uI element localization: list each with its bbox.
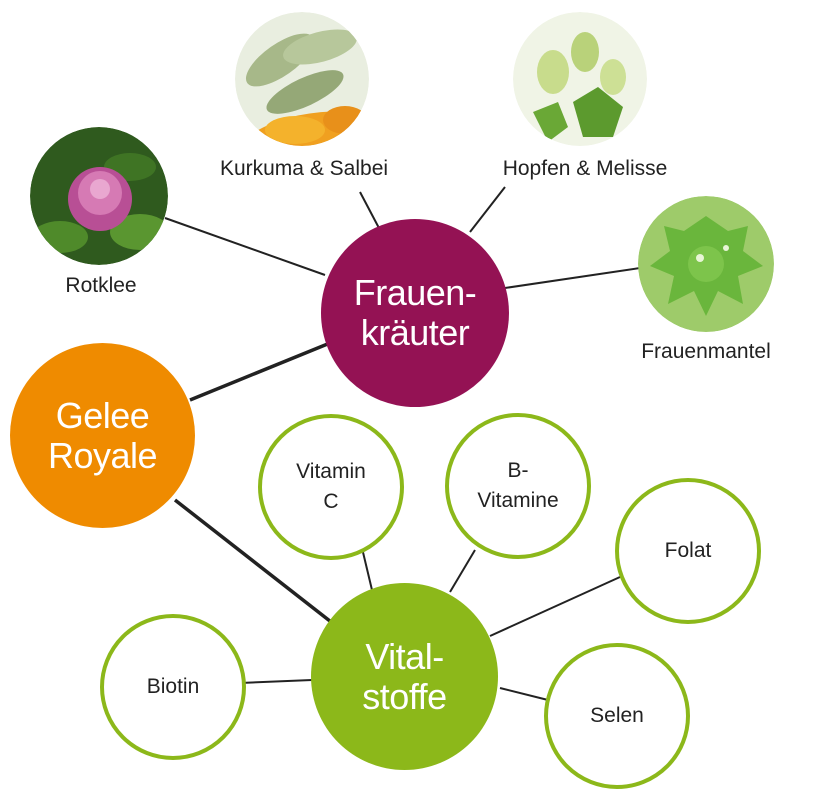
gelee-royale-hub: Gelee Royale	[10, 343, 195, 528]
biotin-node: Biotin	[100, 614, 246, 760]
line-selen	[499, 687, 549, 701]
line-b-vitamine	[449, 549, 476, 593]
vitamin-c-label: Vitamin C	[296, 460, 366, 513]
line-gelee-vital	[173, 498, 337, 627]
gelee-royale-label: Gelee Royale	[47, 394, 158, 476]
frauenkraeuter-hub: Frauen- kräuter	[321, 219, 509, 407]
vitalstoffe-hub: Vital- stoffe	[311, 583, 498, 770]
line-folat	[489, 576, 621, 637]
line-gelee-frauen	[189, 341, 331, 402]
frauenkraeuter-label: Frauen- kräuter	[353, 272, 477, 353]
vitalstoffe-label: Vital- stoffe	[362, 635, 447, 717]
kurkuma-salbei-image	[235, 12, 369, 146]
frauenmantel-image	[638, 196, 774, 332]
selen-node: Selen	[544, 643, 690, 789]
folat-node: Folat	[615, 478, 761, 624]
selen-label: Selen	[590, 704, 644, 727]
b-vitamine-label: B- Vitamine	[477, 459, 559, 512]
b-vitamine-node: B- Vitamine	[445, 413, 591, 559]
biotin-label: Biotin	[146, 675, 200, 698]
line-frauenmantel	[504, 267, 641, 289]
line-biotin	[239, 679, 313, 684]
rotklee-label: Rotklee	[65, 274, 137, 297]
frauenmantel-label: Frauenmantel	[641, 340, 771, 363]
line-kurkuma	[359, 191, 381, 231]
line-vitamin-c	[361, 547, 373, 591]
rotklee-image	[30, 127, 168, 265]
folat-label: Folat	[664, 539, 712, 562]
line-rotklee	[164, 217, 326, 276]
line-hopfen	[469, 186, 506, 233]
hopfen-melisse-label: Hopfen & Melisse	[502, 157, 668, 180]
hopfen-melisse-image	[513, 12, 647, 146]
vitamin-c-node: Vitamin C	[258, 414, 404, 560]
kurkuma-salbei-label: Kurkuma & Salbei	[219, 157, 389, 180]
